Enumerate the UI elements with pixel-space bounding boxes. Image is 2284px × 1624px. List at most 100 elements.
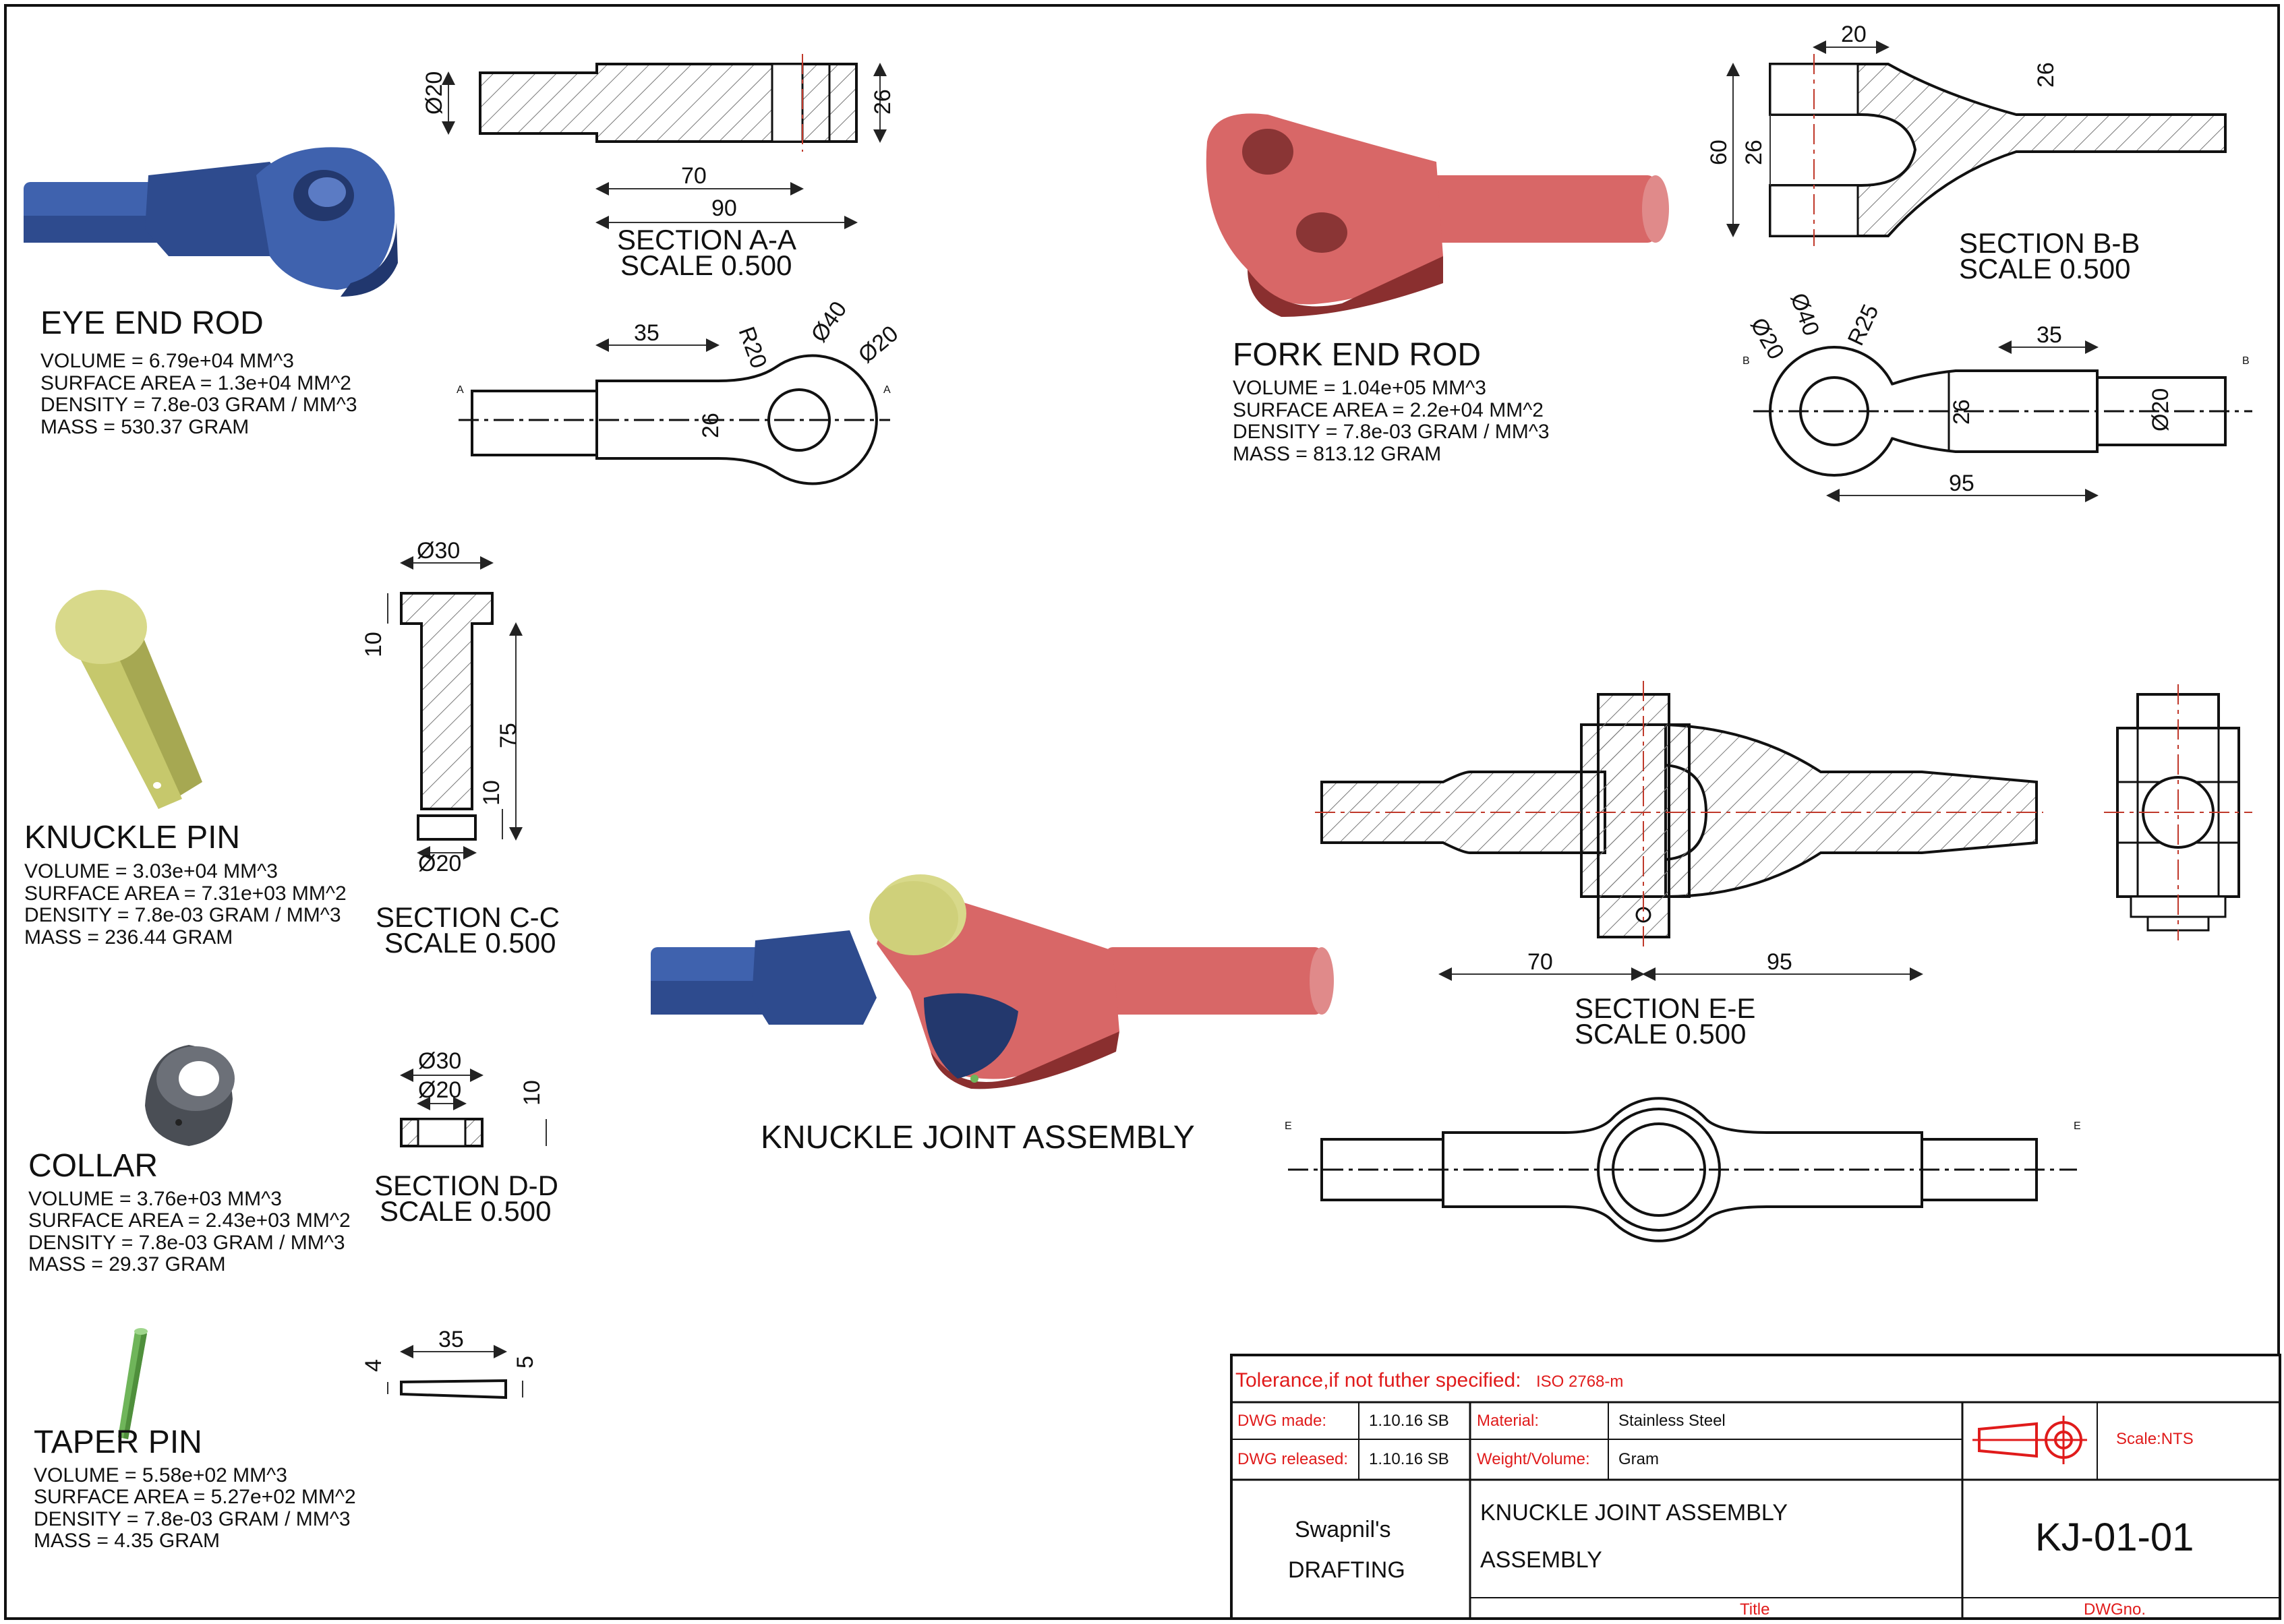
part-mass: MASS = 813.12 GRAM xyxy=(1233,443,1441,465)
section-title: SECTION C-C xyxy=(376,901,560,933)
taper-pin-info: TAPER PIN VOLUME = 5.58e+02 MM^3 SURFACE… xyxy=(34,1424,356,1552)
dim-length-35: 35 xyxy=(438,1327,464,1352)
part-volume: VOLUME = 3.76e+03 MM^3 xyxy=(28,1188,282,1210)
section-dd: Ø30 Ø20 10 SECTION D-D SCALE 0.500 xyxy=(374,1048,558,1227)
dim-width-20: 20 xyxy=(1841,22,1867,47)
dim-height: 26 xyxy=(870,89,896,115)
section-scale: SCALE 0.500 xyxy=(380,1195,552,1227)
dim-diameter-20: Ø20 xyxy=(1745,313,1789,364)
dwg-released-label: DWG released: xyxy=(1237,1450,1348,1468)
part-density: DENSITY = 7.8e-03 GRAM / MM^3 xyxy=(40,394,357,416)
dim-radius: R20 xyxy=(733,324,771,372)
part-area: SURFACE AREA = 5.27e+02 MM^2 xyxy=(34,1486,356,1508)
weight-label: Weight/Volume: xyxy=(1477,1450,1590,1468)
dwg-released-value: 1.10.16 SB xyxy=(1369,1450,1449,1468)
part-mass: MASS = 4.35 GRAM xyxy=(34,1530,220,1552)
company-line-1: Swapnil's xyxy=(1295,1517,1391,1542)
marker-a-right: A xyxy=(883,384,891,396)
dwg-number: KJ-01-01 xyxy=(2035,1515,2194,1559)
dim-diameter-30: Ø30 xyxy=(418,1048,461,1074)
part-volume: VOLUME = 5.58e+02 MM^3 xyxy=(34,1464,287,1486)
part-density: DENSITY = 7.8e-03 GRAM / MM^3 xyxy=(24,904,341,926)
marker-e-right: E xyxy=(2074,1120,2081,1132)
marker-b-right: B xyxy=(2242,355,2250,367)
part-density: DENSITY = 7.8e-03 GRAM / MM^3 xyxy=(34,1508,351,1530)
fork-end-rod-render xyxy=(1206,113,1669,317)
section-title: SECTION E-E xyxy=(1575,992,1755,1024)
dim-length-95: 95 xyxy=(1767,949,1792,975)
part-density: DENSITY = 7.8e-03 GRAM / MM^3 xyxy=(28,1232,345,1254)
fork-end-rod-info: FORK END ROD VOLUME = 1.04e+05 MM^3 SURF… xyxy=(1233,337,1550,465)
dim-diameter-20: Ø20 xyxy=(854,321,904,368)
assembly-side-view xyxy=(2104,684,2252,940)
dim-diameter-30: Ø30 xyxy=(417,538,460,564)
assembly-title: KNUCKLE JOINT ASSEMBLY xyxy=(761,1120,1195,1155)
tolerance-standard: ISO 2768-m xyxy=(1536,1373,1623,1391)
section-title: SECTION A-A xyxy=(617,224,796,255)
collar-render xyxy=(145,1045,235,1146)
section-bb: 20 26 60 26 SECTION B-B SCALE 0.500 xyxy=(1706,22,2227,284)
eye-end-rod-view: 35 R20 Ø40 Ø20 26 A A xyxy=(457,297,904,485)
section-title: SECTION D-D xyxy=(374,1170,558,1201)
section-title: SECTION B-B xyxy=(1959,227,2140,259)
dim-height-10: 10 xyxy=(519,1080,545,1106)
material-value: Stainless Steel xyxy=(1618,1412,1726,1430)
part-name: KNUCKLE PIN xyxy=(24,820,240,855)
material-label: Material: xyxy=(1477,1412,1539,1430)
title-block: Tolerance,if not futher specified: ISO 2… xyxy=(1230,1354,2281,1620)
title-line-2: ASSEMBLY xyxy=(1480,1547,1602,1573)
section-ee: 70 95 SECTION E-E SCALE 0.500 xyxy=(1315,681,2043,1050)
section-cc: Ø30 10 75 10 Ø20 SECTION C-C SCALE 0.500 xyxy=(361,538,560,959)
dim-height-26: 26 xyxy=(1741,140,1767,165)
company-line-2: DRAFTING xyxy=(1288,1557,1405,1583)
title-caption: Title xyxy=(1740,1600,1769,1619)
dim-height-26: 26 xyxy=(698,413,724,438)
section-aa: Ø20 26 70 90 SECTION A-A SCALE 0.500 xyxy=(421,54,896,281)
dim-height-26: 26 xyxy=(1949,399,1974,425)
collar-info: COLLAR VOLUME = 3.76e+03 MM^3 SURFACE AR… xyxy=(28,1148,351,1275)
dim-diameter-20: Ø20 xyxy=(418,851,461,876)
section-scale: SCALE 0.500 xyxy=(1575,1018,1747,1050)
marker-a-left: A xyxy=(457,384,464,396)
dim-length-95: 95 xyxy=(1949,471,1974,496)
taper-pin-render xyxy=(118,1328,148,1439)
part-name: COLLAR xyxy=(28,1148,158,1184)
dim-length-35: 35 xyxy=(634,320,660,346)
assembly-render xyxy=(651,874,1334,1089)
dim-length-35: 35 xyxy=(2037,322,2062,348)
dim-diameter-40: Ø40 xyxy=(806,297,852,347)
third-angle-projection-icon xyxy=(1972,1416,2087,1464)
title-line-1: KNUCKLE JOINT ASSEMBLY xyxy=(1480,1500,1788,1526)
dim-radius-25: R25 xyxy=(1843,301,1884,350)
section-scale: SCALE 0.500 xyxy=(620,249,792,281)
part-name: FORK END ROD xyxy=(1233,337,1481,373)
sheet-border xyxy=(4,4,2280,1620)
fork-end-rod-view: Ø20 Ø40 R25 35 26 Ø20 95 B B xyxy=(1743,290,2252,502)
part-density: DENSITY = 7.8e-03 GRAM / MM^3 xyxy=(1233,421,1550,443)
knuckle-pin-info: KNUCKLE PIN VOLUME = 3.03e+04 MM^3 SURFA… xyxy=(24,820,347,949)
section-scale: SCALE 0.500 xyxy=(384,927,556,959)
dim-diameter-40: Ø40 xyxy=(1785,290,1824,339)
dim-height-60: 60 xyxy=(1706,140,1732,165)
dim-height-26-right: 26 xyxy=(2033,62,2059,88)
marker-b-left: B xyxy=(1743,355,1750,367)
eye-end-rod-render xyxy=(24,147,398,297)
dim-height-10b: 10 xyxy=(479,780,504,806)
dim-height-5: 5 xyxy=(513,1356,538,1369)
dim-length-90: 90 xyxy=(711,196,737,221)
dim-diameter: Ø20 xyxy=(421,71,447,115)
part-area: SURFACE AREA = 2.43e+03 MM^2 xyxy=(28,1209,351,1232)
marker-e-left: E xyxy=(1285,1120,1292,1132)
dwg-made-label: DWG made: xyxy=(1237,1412,1326,1430)
part-area: SURFACE AREA = 7.31e+03 MM^2 xyxy=(24,882,347,905)
dim-height-4: 4 xyxy=(361,1359,386,1372)
part-name: EYE END ROD xyxy=(40,305,264,341)
part-name: TAPER PIN xyxy=(34,1424,202,1460)
section-scale: SCALE 0.500 xyxy=(1959,253,2131,284)
dim-diameter-20: Ø20 xyxy=(418,1077,461,1103)
part-volume: VOLUME = 3.03e+04 MM^3 xyxy=(24,860,278,882)
part-volume: VOLUME = 1.04e+05 MM^3 xyxy=(1233,377,1486,399)
part-mass: MASS = 236.44 GRAM xyxy=(24,926,233,949)
part-mass: MASS = 29.37 GRAM xyxy=(28,1253,226,1275)
